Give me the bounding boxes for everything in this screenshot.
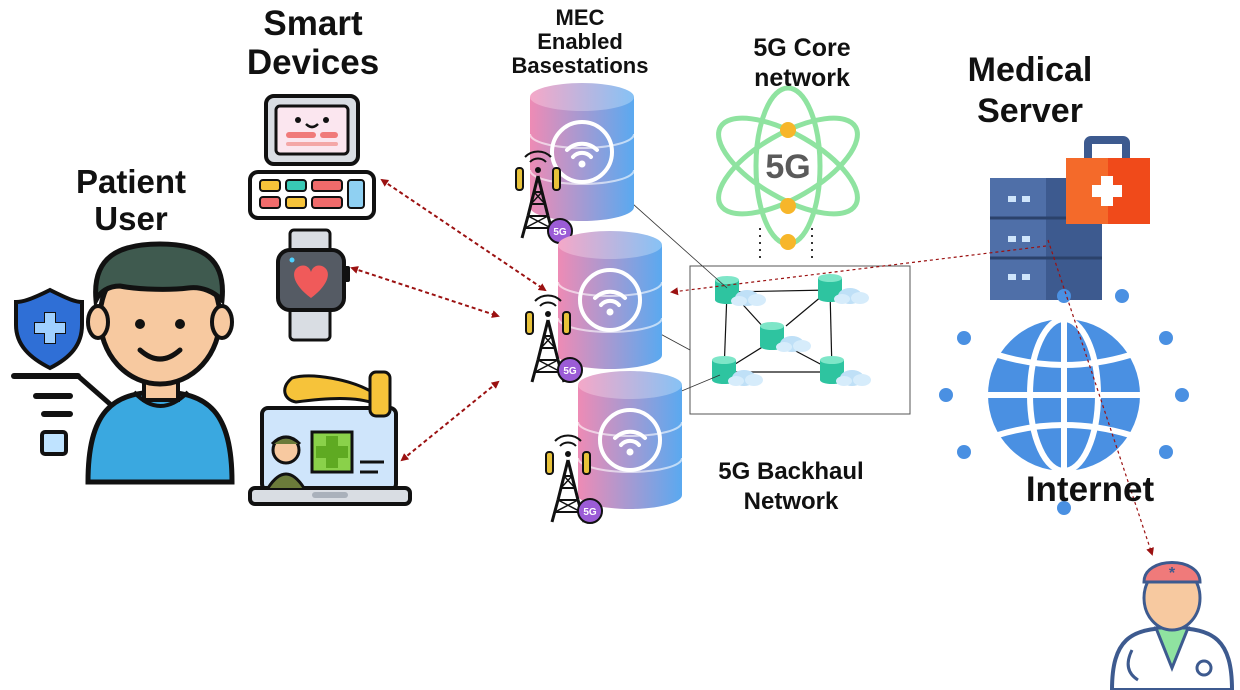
svg-text:*: * (1169, 565, 1176, 582)
smartwatch-icon (276, 228, 350, 342)
backhaul-network-box (689, 265, 911, 415)
mec-basestations-label: MEC Enabled Basestations (511, 5, 649, 79)
connector-line (623, 195, 728, 289)
medical-server-label: Medical Server (967, 51, 1093, 130)
database-wifi-icon (576, 369, 684, 511)
core-network-label: 5G Core network (753, 34, 851, 92)
arrow-monitor-mec (380, 178, 547, 292)
database-wifi-icon (556, 229, 664, 371)
list-lines-icon (11, 373, 112, 456)
shield-icon (14, 287, 84, 371)
internet-label: Internet (1025, 470, 1155, 509)
medkit-icon (1066, 136, 1150, 224)
tower-badge: 5G (553, 227, 567, 238)
globe-icon (939, 289, 1189, 515)
smart-devices-label: Smart Devices (246, 4, 380, 83)
arrow-watch-mec (350, 266, 500, 318)
arrow-server-doctor (1047, 239, 1154, 556)
patient-user-label: Patient User (75, 163, 187, 237)
laptop-doctor-icon (248, 370, 412, 506)
patient-avatar (85, 241, 235, 485)
atom-5g-icon: 5G (716, 85, 860, 250)
smart-monitor-icon (248, 94, 376, 220)
tower-badge: 5G (563, 366, 577, 377)
data-flow-arrows (350, 178, 1154, 556)
cell-tower-icon (544, 433, 603, 524)
core-icon-text: 5G (765, 148, 810, 186)
cell-tower-icon (524, 293, 583, 384)
arrow-laptop-mec (400, 380, 500, 462)
tower-badge: 5G (583, 507, 597, 518)
doctor-avatar: * (1109, 561, 1235, 690)
backhaul-network-label: 5G Backhaul Network (718, 458, 864, 515)
arrow-server-mec (670, 245, 1047, 296)
